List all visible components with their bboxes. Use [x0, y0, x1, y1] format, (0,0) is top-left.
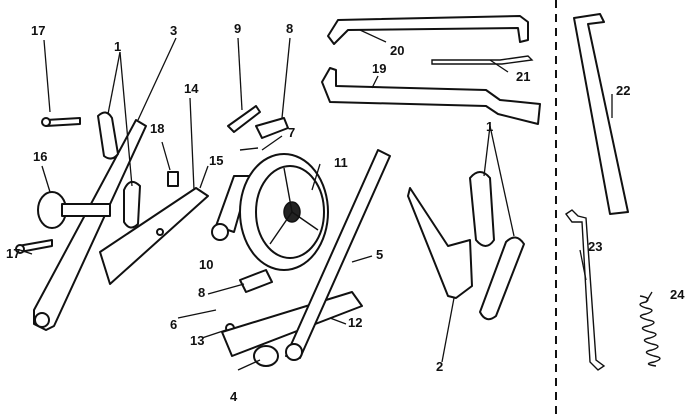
label-11: 11 [334, 155, 348, 170]
label-22: 22 [616, 83, 631, 98]
label-24: 24 [670, 287, 685, 302]
label-4: 4 [230, 389, 238, 404]
label-14: 14 [184, 81, 199, 96]
label-19: 19 [372, 61, 387, 76]
label-17-top: 17 [31, 23, 46, 38]
label-6: 6 [170, 317, 178, 332]
label-7: 7 [288, 125, 296, 140]
label-20: 20 [390, 43, 405, 58]
part-1-link-right-a [469, 171, 495, 247]
label-12: 12 [348, 315, 363, 330]
part-1-link-right-b [479, 236, 525, 321]
label-1-right: 1 [486, 119, 494, 134]
part-4-bushing [253, 345, 279, 367]
label-17-bottom: 17 [6, 246, 21, 261]
label-8-top: 8 [286, 21, 294, 36]
part-8-clip-upper [255, 117, 289, 139]
label-5: 5 [376, 247, 384, 262]
part-9-pin [227, 105, 261, 133]
label-15: 15 [209, 153, 224, 168]
part-24-spring [639, 295, 661, 367]
label-13: 13 [190, 333, 205, 348]
label-10: 10 [199, 257, 214, 272]
label-8-bottom: 8 [198, 285, 206, 300]
part-20-bracket [327, 15, 529, 45]
part-17-pin-top [45, 117, 81, 127]
part-21-rod [431, 55, 534, 65]
label-21: 21 [516, 69, 531, 84]
label-3: 3 [170, 23, 178, 38]
part-2-bracket [407, 187, 473, 299]
part-14-plate [99, 187, 209, 285]
part-18-pin [167, 171, 179, 187]
leader-lines [19, 29, 653, 371]
label-1-left: 1 [114, 39, 122, 54]
part-3-lever [33, 119, 147, 331]
part-1-link-left-b [123, 180, 141, 229]
label-9: 9 [234, 21, 242, 36]
label-18: 18 [150, 121, 165, 136]
part-23-rod [564, 209, 606, 371]
label-16: 16 [33, 149, 48, 164]
part-8-clip-lower [239, 269, 273, 293]
part-1-link-left [97, 111, 119, 160]
label-23: 23 [588, 239, 603, 254]
part-22-bracket [573, 13, 629, 215]
part-7-spring [239, 147, 259, 151]
label-2: 2 [436, 359, 444, 374]
part-19-channel [321, 67, 541, 125]
